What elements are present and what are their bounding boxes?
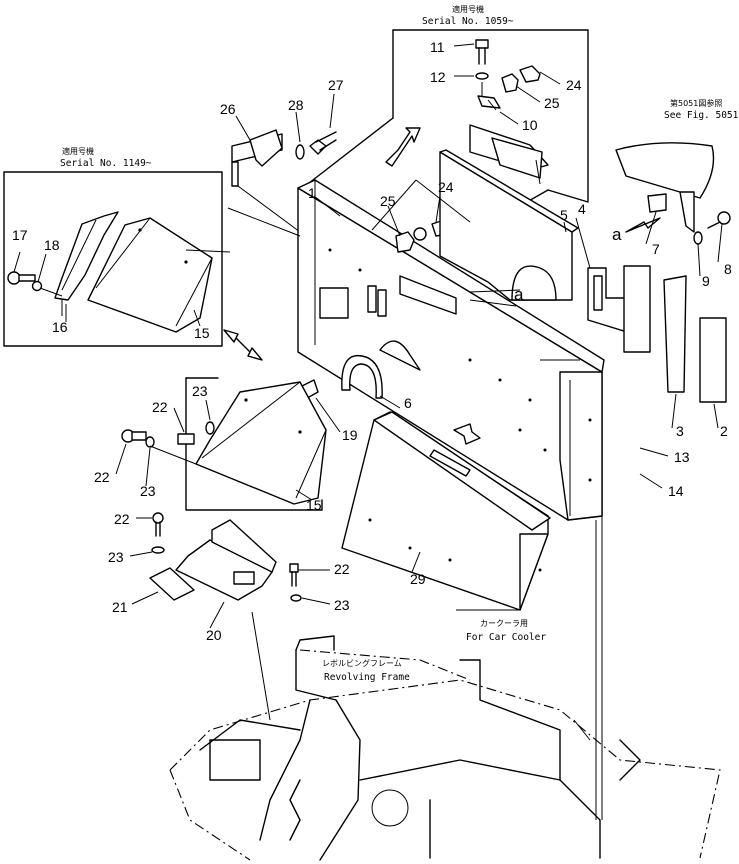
note-see-fig-jp: 第5051図参照	[670, 98, 722, 108]
label-23d: 23	[334, 597, 350, 613]
note-car-cooler-jp: カークーラ用	[480, 619, 528, 628]
arrow-a-right	[625, 217, 661, 233]
revolving-frame	[169, 635, 721, 861]
label-23a: 23	[192, 383, 208, 399]
label-29: 29	[410, 571, 426, 587]
label-23c: 23	[108, 549, 124, 565]
label-15b: 15	[306, 497, 322, 513]
label-19: 19	[342, 427, 358, 443]
label-23b: 23	[140, 483, 156, 499]
part-26-bracket	[231, 129, 337, 233]
label-6: 6	[404, 395, 412, 411]
label-28: 28	[288, 97, 304, 113]
note-see-fig: See Fig. 5051	[664, 110, 739, 121]
parts-center-left	[121, 329, 383, 511]
label-20: 20	[206, 627, 222, 643]
label-22c: 22	[114, 511, 130, 527]
label-18: 18	[44, 237, 60, 253]
label-4: 4	[578, 201, 586, 217]
label-3: 3	[676, 423, 684, 439]
label-24a: 24	[566, 77, 582, 93]
note-serial-left: Serial No. 1149~	[60, 158, 152, 169]
label-ref-a1: a	[612, 225, 622, 244]
label-16: 16	[52, 319, 68, 335]
note-frame-jp: レボルビングフレーム	[322, 658, 402, 668]
label-14: 14	[668, 483, 684, 499]
label-12: 12	[430, 69, 446, 85]
label-13: 13	[674, 449, 690, 465]
label-8: 8	[724, 261, 732, 277]
label-21: 21	[112, 599, 128, 615]
label-1: 1	[308, 185, 316, 201]
label-27: 27	[328, 77, 344, 93]
inset-serial-1149	[3, 171, 223, 347]
label-24b: 24	[438, 179, 454, 195]
part-labels: 1 2 3 4 5 6 7 8 9 10 11 12 13 14 15 15 1…	[12, 39, 732, 643]
parts-5-4-3-2	[439, 149, 727, 403]
label-22a: 22	[152, 399, 168, 415]
inset-serial-1059	[299, 29, 589, 241]
label-25b: 25	[380, 193, 396, 209]
main-panel-1	[297, 179, 605, 521]
arrow-up-1	[385, 127, 421, 167]
label-9: 9	[702, 273, 710, 289]
note-serial-top: Serial No. 1059~	[422, 16, 514, 27]
label-22d: 22	[334, 561, 350, 577]
notes: 適用号機 Serial No. 1059~ 適用号機 Serial No. 11…	[60, 4, 739, 683]
part-29-car-cooler	[341, 411, 551, 611]
label-11: 11	[430, 39, 445, 55]
label-5: 5	[560, 207, 568, 223]
label-15a: 15	[194, 325, 210, 341]
label-26: 26	[220, 101, 236, 117]
label-2: 2	[720, 423, 728, 439]
leader-lines	[65, 43, 723, 629]
note-serial-left-jp: 適用号機	[62, 146, 94, 156]
see-fig-5051-assembly	[615, 142, 731, 245]
note-frame: Revolving Frame	[324, 672, 410, 683]
label-ref-a2: a	[514, 285, 524, 304]
label-10: 10	[522, 117, 538, 133]
note-car-cooler: For Car Cooler	[466, 632, 546, 643]
label-17: 17	[12, 227, 28, 243]
parts-20-21	[149, 512, 302, 602]
label-7: 7	[652, 241, 660, 257]
label-22b: 22	[94, 469, 110, 485]
label-25a: 25	[544, 95, 560, 111]
note-serial-top-jp: 適用号機	[452, 4, 484, 14]
